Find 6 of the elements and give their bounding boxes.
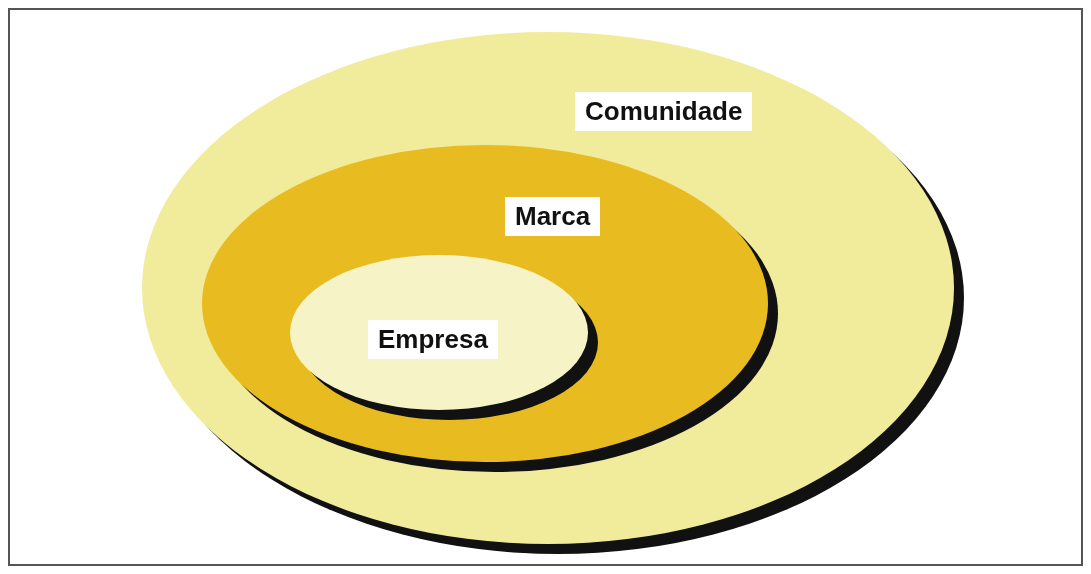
ellipse-region <box>290 255 598 420</box>
region-label: Comunidade <box>575 92 753 131</box>
ellipse-region <box>142 32 964 554</box>
ellipse-region <box>202 145 778 472</box>
region-label: Empresa <box>368 320 498 359</box>
region-label: Marca <box>505 197 601 236</box>
